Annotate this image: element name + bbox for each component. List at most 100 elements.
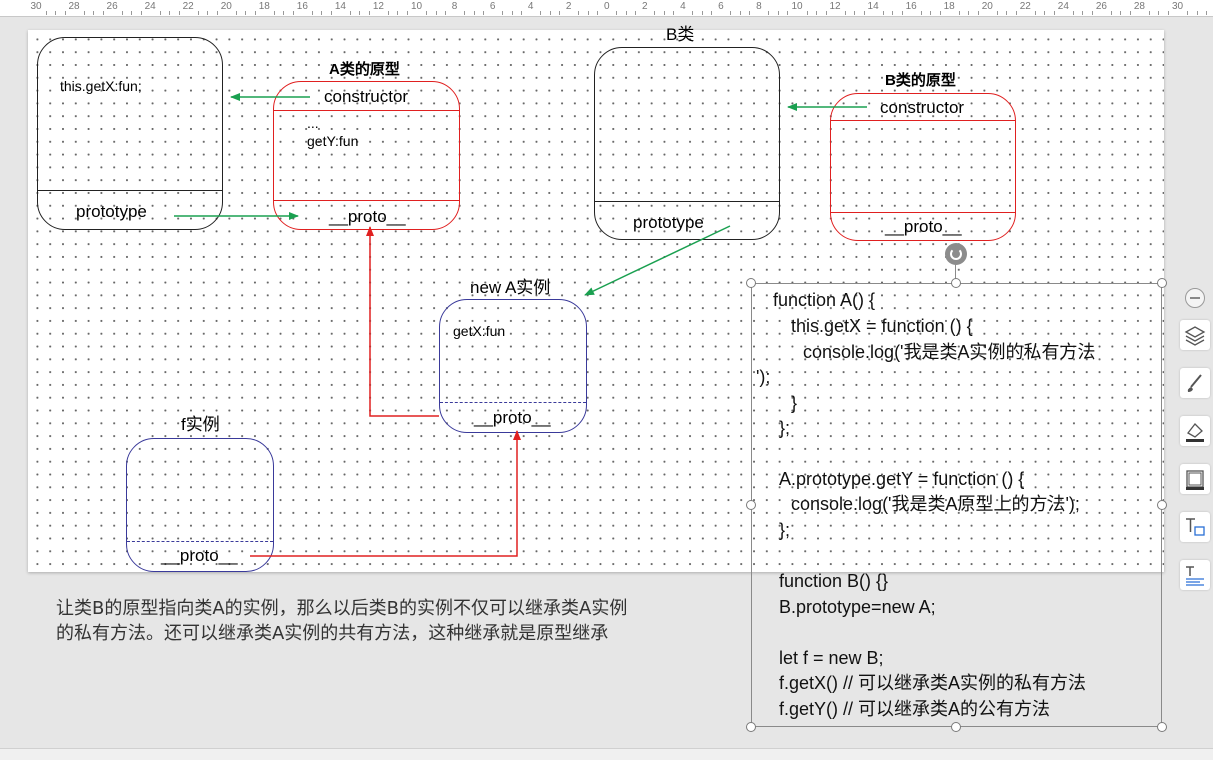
ruler-tick: [882, 11, 884, 15]
brush-icon: [1187, 374, 1202, 392]
ruler-label: 20: [981, 1, 993, 12]
ruler-tick: [787, 11, 789, 15]
ruler-tick: [1129, 11, 1131, 15]
divider-line: [831, 212, 1015, 213]
ruler-tick: [1148, 11, 1150, 15]
resize-handle[interactable]: [1157, 722, 1167, 732]
ruler-label: 24: [144, 1, 156, 12]
b-class-box[interactable]: [594, 47, 780, 240]
code-line: f.getX() // 可以继承类A实例的私有方法: [779, 673, 1087, 693]
ruler-tick: [321, 11, 323, 15]
ruler-tick: [311, 11, 313, 15]
ruler-tick: [749, 11, 751, 15]
caption-line: 让类B的原型指向类A的实例，那么以后类B的实例不仅可以继承类A实例: [56, 598, 628, 619]
ruler-tick: [435, 11, 437, 15]
ruler-tick: [739, 11, 741, 15]
ruler-tick: [654, 11, 656, 15]
ruler-label: 6: [718, 1, 724, 12]
code-line: function B() {}: [779, 571, 889, 591]
rotate-handle-stem: [955, 263, 956, 283]
divider-line: [37, 190, 223, 191]
ruler-tick: [1072, 11, 1074, 15]
resize-handle[interactable]: [746, 500, 756, 510]
ruler-tick: [464, 11, 466, 15]
ruler-tick: [578, 11, 580, 15]
a-prototype-gety-label: getY:fun: [307, 133, 359, 149]
border-button[interactable]: [1180, 464, 1210, 494]
ruler-tick: [920, 11, 922, 15]
code-line: console.log('我是类A原型上的方法');: [791, 494, 1080, 514]
f-instance-proto-label: __proto__: [161, 546, 238, 565]
ruler-tick: [587, 11, 589, 15]
layers-button[interactable]: [1180, 320, 1210, 350]
new-a-proto-label: __proto__: [474, 408, 551, 427]
b-class-title: B类: [666, 25, 695, 44]
ruler-tick: [254, 11, 256, 15]
ruler-tick: [1015, 11, 1017, 15]
ruler-tick: [996, 11, 998, 15]
b-prototype-proto-label: __proto__: [885, 217, 962, 236]
divider-line: [127, 541, 273, 542]
ruler-tick: [283, 11, 285, 15]
f-instance-title: f实例: [181, 415, 220, 434]
collapse-icon[interactable]: [1185, 288, 1205, 308]
resize-handle[interactable]: [951, 278, 961, 288]
resize-handle[interactable]: [746, 722, 756, 732]
code-line: };: [779, 520, 791, 540]
ruler-label: 30: [1171, 1, 1184, 12]
ruler-tick: [597, 11, 599, 15]
resize-handle[interactable]: [1157, 500, 1167, 510]
ruler-tick: [816, 11, 818, 15]
ruler-tick: [273, 11, 275, 15]
ruler-tick: [1091, 11, 1093, 15]
divider-line: [274, 200, 459, 201]
ruler-tick: [511, 11, 513, 15]
ruler-tick: [55, 11, 57, 15]
ruler-tick: [549, 11, 551, 15]
b-prototype-title: B类的原型: [885, 72, 956, 89]
ruler-tick: [245, 11, 247, 15]
caption-line: 的私有方法。还可以继承类A实例的共有方法，这种继承就是原型继承: [56, 623, 609, 644]
brush-button[interactable]: [1180, 368, 1210, 398]
code-line: B.prototype=new A;: [779, 597, 936, 617]
slide-canvas[interactable]: this.getX:fun; prototype A类的原型 construct…: [28, 26, 1164, 572]
a-class-prototype-label: prototype: [76, 202, 147, 221]
ruler-label: 6: [489, 1, 496, 12]
ruler-tick: [854, 11, 856, 15]
ruler-tick: [625, 11, 627, 15]
ruler-label: 16: [296, 1, 308, 12]
ruler-tick: [207, 11, 209, 15]
ruler-tick: [387, 11, 389, 15]
ruler-tick: [701, 11, 703, 15]
resize-handle[interactable]: [951, 722, 961, 732]
a-class-box[interactable]: [37, 37, 223, 230]
ruler-label: 2: [565, 1, 572, 12]
rotate-handle-icon[interactable]: [945, 243, 967, 265]
ruler-tick: [540, 11, 542, 15]
ruler-tick: [216, 11, 218, 15]
shape-fill-button[interactable]: [1180, 416, 1210, 446]
a-prototype-dots: ...: [307, 115, 319, 131]
ruler-tick: [939, 11, 941, 15]
ruler-label: 28: [68, 1, 80, 12]
ruler-label: 26: [106, 1, 118, 12]
ruler-tick: [901, 11, 903, 15]
ruler-tick: [930, 11, 932, 15]
text-format-button[interactable]: [1180, 512, 1210, 542]
ruler-tick: [235, 11, 237, 15]
ruler-label: 12: [829, 1, 841, 12]
ruler-label: 18: [943, 1, 955, 12]
ruler-tick: [692, 11, 694, 15]
ruler-tick: [502, 11, 504, 15]
ruler-tick: [45, 11, 47, 15]
ruler-tick: [1158, 11, 1160, 15]
ruler-label: 8: [451, 1, 458, 12]
text-align-button[interactable]: [1180, 560, 1210, 590]
ruler-label: 14: [334, 1, 346, 12]
resize-handle[interactable]: [746, 278, 756, 288]
resize-handle[interactable]: [1157, 278, 1167, 288]
f-instance-box[interactable]: [126, 438, 274, 572]
ruler-tick: [711, 11, 713, 15]
ruler-tick: [1120, 11, 1122, 15]
b-prototype-box[interactable]: [830, 93, 1016, 241]
